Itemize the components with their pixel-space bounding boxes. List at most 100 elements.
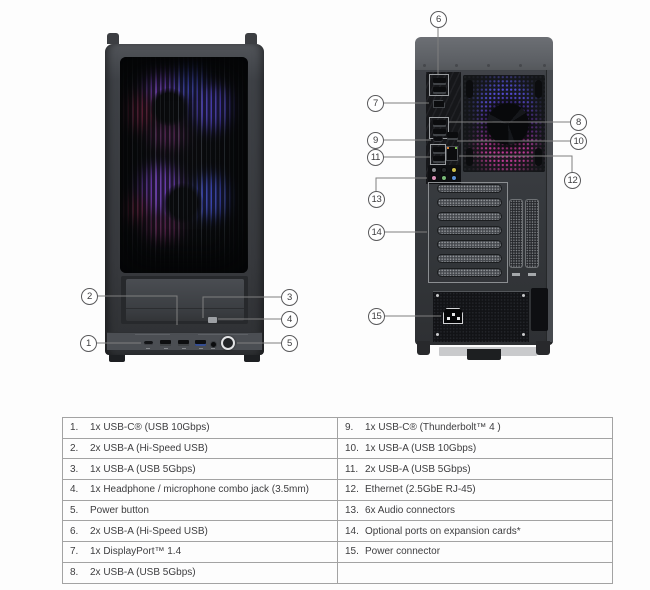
callout-3: 3 bbox=[281, 289, 298, 306]
table-row: 6.2x USB-A (Hi-Speed USB) 14.Optional po… bbox=[62, 520, 613, 543]
expansion-slots-outline bbox=[428, 182, 508, 283]
ports-legend-table: 1. 1x USB-C® (USB 10Gbps) 9. 1x USB-C® (Th… bbox=[62, 417, 613, 584]
callout-label: 5 bbox=[287, 338, 292, 349]
callout-15: 15 bbox=[368, 308, 385, 325]
item-description: 2x USB-A (Hi-Speed USB) bbox=[90, 443, 208, 455]
legend-cell-13: 13.6x Audio connectors bbox=[337, 499, 613, 522]
callout-label: 10 bbox=[573, 136, 584, 147]
rear-fan-vent bbox=[463, 75, 545, 172]
item-description: Power button bbox=[90, 505, 149, 517]
front-panel-seam bbox=[126, 308, 244, 309]
bracket-tag bbox=[528, 273, 536, 276]
rear-usb-a-5gbps-1 bbox=[433, 120, 446, 127]
item-number: 9. bbox=[345, 422, 354, 434]
callout-label: 7 bbox=[373, 98, 378, 109]
item-number: 4. bbox=[70, 484, 79, 496]
rear-displayport bbox=[433, 100, 445, 108]
expansion-slot-cover bbox=[437, 184, 502, 193]
screw-icon bbox=[543, 64, 546, 67]
rear-usb-bracket-bottom bbox=[430, 144, 446, 165]
item-description: 1x DisplayPort™ 1.4 bbox=[90, 546, 182, 558]
item-description: 2x USB-A (Hi-Speed USB) bbox=[90, 525, 208, 537]
callout-6: 6 bbox=[430, 11, 447, 28]
screw-icon bbox=[519, 64, 522, 67]
callout-label: 11 bbox=[370, 152, 381, 163]
callout-label: 14 bbox=[371, 227, 382, 238]
callout-label: 2 bbox=[87, 291, 92, 302]
front-top-nub-left bbox=[107, 33, 119, 44]
table-row: 5. Power button 13.6x Audio connectors bbox=[62, 499, 613, 522]
io-groove-right bbox=[198, 334, 248, 335]
callout-11: 11 bbox=[367, 149, 384, 166]
rear-usb-a-10gbps bbox=[447, 132, 458, 140]
port-label-mark bbox=[164, 348, 168, 349]
front-mesh-grille bbox=[120, 57, 248, 273]
rear-usb-a-hispeed-1 bbox=[433, 78, 446, 85]
audio-jack-blue bbox=[451, 175, 457, 181]
item-number: 11. bbox=[345, 463, 359, 475]
callout-label: 15 bbox=[371, 311, 382, 322]
item-description: 1x USB-C® (Thunderbolt™ 4 ) bbox=[365, 422, 501, 434]
item-number: 14. bbox=[345, 525, 359, 537]
vent-slot bbox=[535, 80, 542, 98]
legend-cell-11: 11.2x USB-A (USB 5Gbps) bbox=[337, 458, 613, 481]
expansion-slot-cover bbox=[437, 212, 502, 221]
legend-cell-4: 4. 1x Headphone / microphone combo jack (… bbox=[62, 479, 338, 501]
legend-cell-2: 2.2x USB-A (Hi-Speed USB) bbox=[62, 437, 338, 460]
screw-icon bbox=[436, 333, 439, 336]
item-number: 5. bbox=[70, 505, 79, 517]
callout-label: 3 bbox=[287, 292, 292, 303]
legend-cell-6: 6.2x USB-A (Hi-Speed USB) bbox=[62, 520, 338, 543]
rear-usb-a-5gbps-2 bbox=[433, 129, 446, 136]
vent-slot bbox=[466, 148, 473, 166]
rear-tower-illustration bbox=[415, 37, 553, 360]
legend-cell-12: 12.Ethernet (2.5GbE RJ-45) bbox=[337, 479, 613, 501]
io-groove-left bbox=[135, 334, 170, 335]
table-row: 1. 1x USB-C® (USB 10Gbps) 9. 1x USB-C® (Th… bbox=[62, 417, 613, 439]
expansion-slot-cover bbox=[437, 226, 502, 235]
callout-label: 8 bbox=[576, 117, 581, 128]
legend-cell-3: 3.1x USB-A (USB 5Gbps) bbox=[62, 458, 338, 481]
front-usb-a-port-2 bbox=[178, 340, 189, 346]
bracket-tag bbox=[512, 273, 520, 276]
ethernet-led-green bbox=[455, 147, 457, 149]
audio-jack-gray bbox=[431, 167, 437, 173]
front-usb-a-port-1 bbox=[160, 340, 171, 346]
callout-13: 13 bbox=[368, 191, 385, 208]
callout-label: 6 bbox=[436, 14, 441, 25]
item-description: 1x USB-A (USB 10Gbps) bbox=[365, 443, 477, 455]
item-number: 1. bbox=[70, 422, 79, 434]
item-description: 1x USB-C® (USB 10Gbps) bbox=[90, 422, 210, 434]
callout-label: 13 bbox=[371, 194, 382, 205]
table-row: 3.1x USB-A (USB 5Gbps) 11.2x USB-A (USB … bbox=[62, 458, 613, 481]
audio-jack-green bbox=[441, 175, 447, 181]
rear-usb-a-hispeed-2 bbox=[433, 87, 446, 94]
callout-14: 14 bbox=[368, 224, 385, 241]
callout-10: 10 bbox=[570, 133, 587, 150]
rear-ethernet-port bbox=[446, 146, 458, 161]
front-tower-illustration bbox=[105, 33, 264, 362]
callout-7: 7 bbox=[367, 95, 384, 112]
front-headphone-jack bbox=[210, 341, 217, 348]
rear-top-cap bbox=[415, 37, 553, 70]
legend-cell-7: 7.1x DisplayPort™ 1.4 bbox=[62, 541, 338, 563]
front-recessed-panel-face bbox=[126, 279, 244, 321]
item-number: 8. bbox=[70, 567, 79, 579]
audio-jack-pink bbox=[431, 175, 437, 181]
vent-bracket-1 bbox=[509, 199, 523, 268]
inlet-pin bbox=[452, 313, 455, 316]
table-row: 4. 1x Headphone / microphone combo jack (… bbox=[62, 479, 613, 501]
item-number: 15. bbox=[345, 546, 359, 558]
callout-12: 12 bbox=[564, 172, 581, 189]
callout-8: 8 bbox=[570, 114, 587, 131]
port-label-mark bbox=[199, 348, 203, 349]
item-description: 1x Headphone / microphone combo jack (3.… bbox=[90, 484, 309, 496]
ethernet-led-orange bbox=[447, 147, 449, 149]
table-row: 2.2x USB-A (Hi-Speed USB) 10.1x USB-A (U… bbox=[62, 437, 613, 460]
callout-9: 9 bbox=[367, 132, 384, 149]
legend-cell-5: 5. Power button bbox=[62, 499, 338, 522]
rear-usb-bracket-top bbox=[429, 74, 449, 96]
port-label-mark bbox=[182, 348, 186, 349]
callout-label: 9 bbox=[373, 135, 378, 146]
